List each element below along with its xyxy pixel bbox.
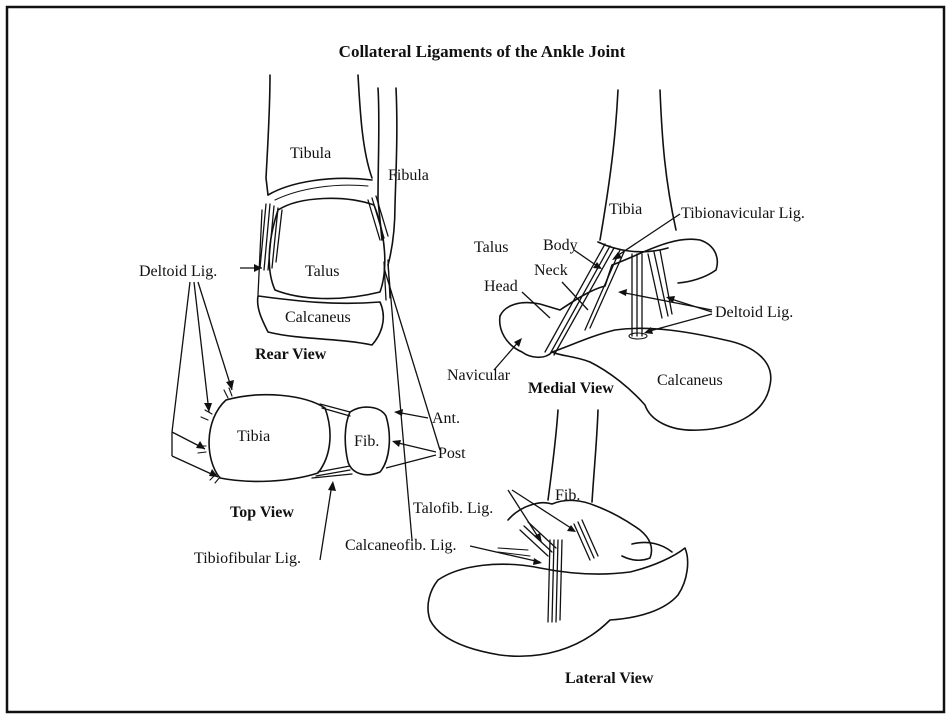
lateral-view-drawing [428,410,688,656]
post-leader-1 [394,442,436,452]
rear-tibia-outline [266,75,270,195]
lateral-fibula-right [592,410,598,502]
label-neck: Neck [534,262,568,279]
label-medial-calcaneus: Calcaneus [657,372,723,389]
label-tibiofibular: Tibiofibular Lig. [194,550,301,567]
label-talofib: Talofib. Lig. [413,500,493,517]
deltoid-left-leaders [172,264,262,477]
navicular-leader [494,340,520,370]
tibiofibular-leader [320,484,332,560]
label-fibula: Fibula [388,167,429,184]
figure-frame [7,7,944,712]
label-post: Post [438,445,466,462]
rear-talus-outline [269,198,385,298]
label-tibionavicular: Tibionavicular Lig. [681,205,805,222]
label-ant: Ant. [432,410,460,427]
label-rear-calcaneus: Calcaneus [285,309,351,326]
label-rear-talus: Talus [305,263,339,280]
medial-navicular-outline [500,316,552,357]
medial-deltoid-fibers [545,244,672,355]
figure-title: Collateral Ligaments of the Ankle Joint [339,42,626,61]
label-deltoid-left: Deltoid Lig. [139,263,217,280]
label-body: Body [543,237,578,254]
label-top-tibia: Tibia [237,428,270,445]
label-navicular: Navicular [447,367,511,384]
rear-tibia-plafond-inner [275,185,368,200]
post-leader-2 [386,455,436,468]
calcaneofib-leader [388,265,412,540]
label-medial-talus: Talus [474,239,508,256]
label-head: Head [484,278,518,295]
rear-view-caption: Rear View [255,346,327,363]
lateral-view-caption: Lateral View [565,670,654,687]
medial-tibia-right [660,90,676,230]
label-lateral-fib: Fib. [555,487,580,504]
label-top-fib: Fib. [354,433,379,450]
label-medial-tibia: Tibia [609,201,642,218]
medial-view-caption: Medial View [528,380,614,397]
label-tibula: Tibula [290,145,331,162]
label-deltoid-right: Deltoid Lig. [715,304,793,321]
label-calcaneofib: Calcaneofib. Lig. [345,537,457,554]
rear-tibia-outline-right [358,75,372,178]
rear-deltoid-fibers [258,204,282,295]
top-view-caption: Top View [230,504,294,521]
